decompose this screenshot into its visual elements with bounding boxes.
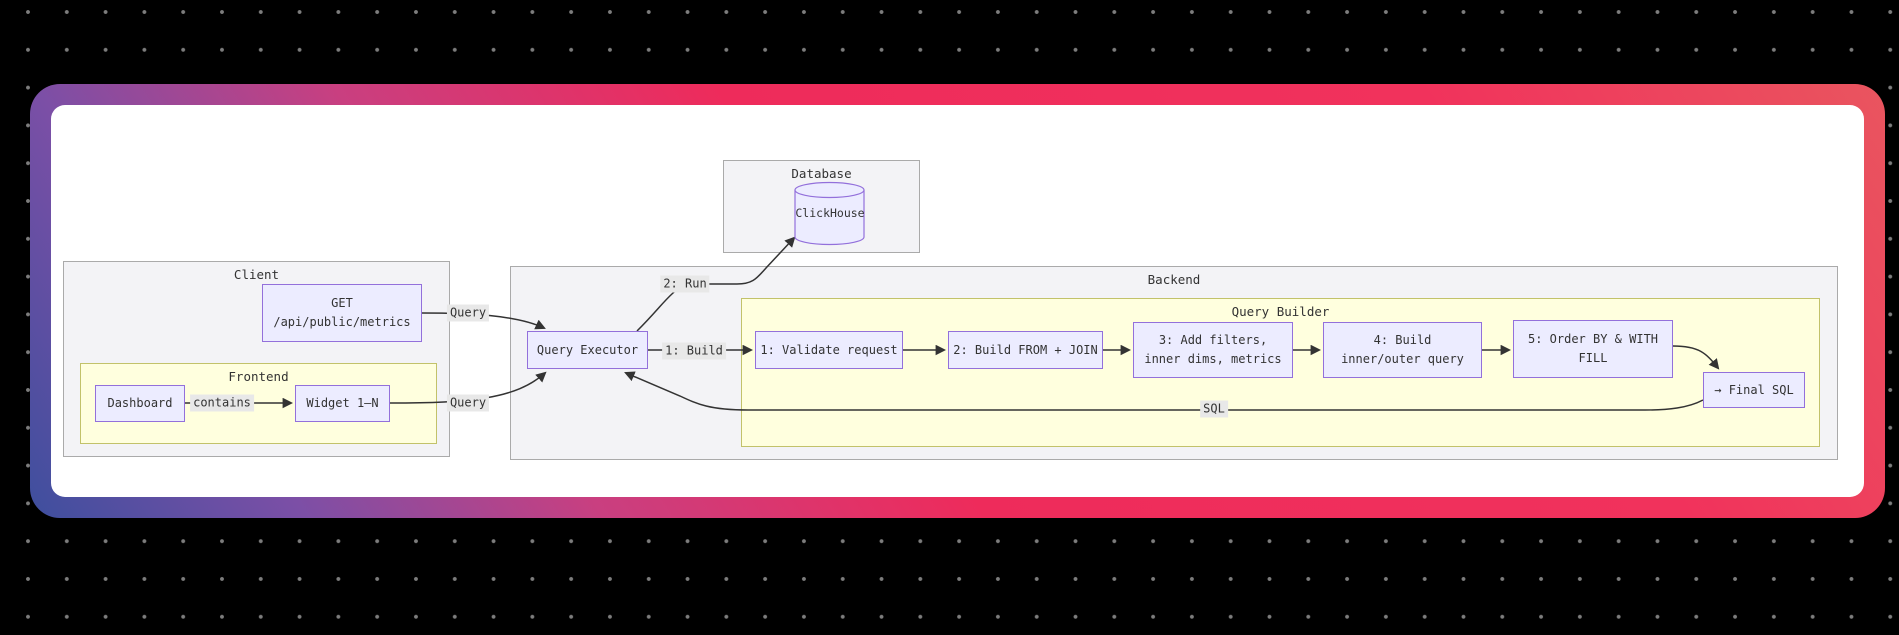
label-run: 2: Run: [660, 275, 710, 293]
step-1-line1: 1: Validate request: [760, 342, 898, 357]
label-sql: SQL: [1200, 400, 1228, 418]
final-sql-label: → Final SQL: [1714, 382, 1794, 397]
label-query-get: Query: [446, 304, 490, 322]
node-clickhouse-label: ClickHouse: [795, 206, 865, 220]
step-5-line1: 5: Order BY & WITH: [1527, 332, 1659, 346]
cluster-title-client: Client: [233, 267, 280, 282]
query-executor-label: Query Executor: [536, 342, 639, 357]
node-step-5: 5: Order BY & WITH FILL: [1513, 320, 1673, 378]
cluster-title-frontend: Frontend: [228, 369, 289, 384]
widget-label: Widget 1–N: [306, 396, 379, 410]
node-step-1: 1: Validate request: [755, 331, 903, 369]
dashboard-label: Dashboard: [107, 396, 173, 410]
node-step-4: 4: Build inner/outer query: [1323, 322, 1482, 378]
step-5-line2: FILL: [1578, 351, 1608, 365]
get-method: GET: [331, 296, 353, 310]
step-4-line1: 4: Build: [1373, 333, 1432, 347]
get-path: /api/public/metrics: [273, 315, 411, 329]
step-3-line1: 3: Add filters,: [1158, 333, 1268, 347]
cluster-title-database: Database: [791, 166, 852, 181]
label-build: 1: Build: [662, 342, 726, 360]
node-final-sql: → Final SQL: [1703, 372, 1805, 408]
step-2-line1: 2: Build FROM + JOIN: [953, 342, 1098, 357]
label-query-widget: Query: [446, 394, 490, 412]
node-query-executor: Query Executor: [527, 331, 648, 369]
node-dashboard: Dashboard: [95, 385, 185, 422]
cluster-title-backend: Backend: [1147, 272, 1201, 287]
node-step-2: 2: Build FROM + JOIN: [948, 331, 1103, 369]
step-3-line2: inner dims, metrics: [1144, 352, 1282, 366]
node-get-endpoint: GET /api/public/metrics: [262, 284, 422, 342]
cluster-title-query-builder: Query Builder: [1231, 304, 1330, 319]
node-step-3: 3: Add filters, inner dims, metrics: [1133, 322, 1293, 378]
label-contains: contains: [190, 394, 254, 412]
node-widget: Widget 1–N: [295, 385, 390, 422]
step-4-line2: inner/outer query: [1341, 352, 1464, 366]
